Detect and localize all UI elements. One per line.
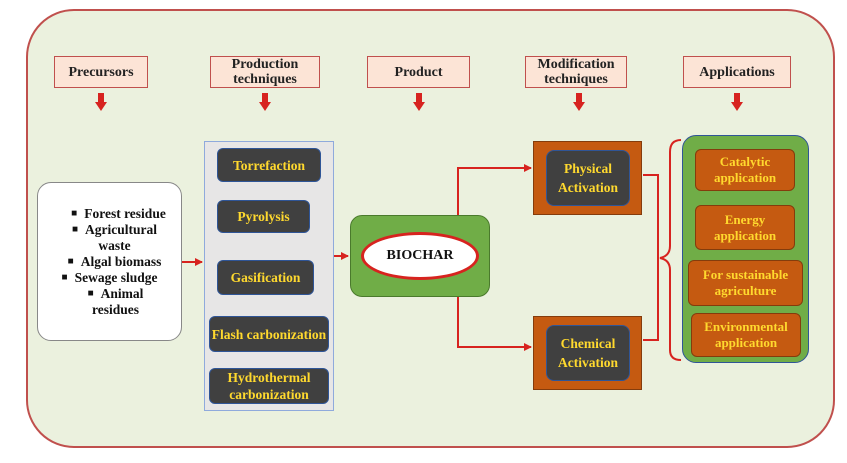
down-arrow-product [413, 93, 425, 111]
header-precursors: Precursors [54, 56, 148, 88]
technique-pyrolysis: Pyrolysis [217, 200, 310, 233]
precursor-item: ■Sewage sludge [61, 269, 158, 285]
technique-gasification: Gasification [217, 260, 314, 295]
precursor-item: ■Algal biomass [67, 253, 162, 269]
technique-flash-carbonization: Flash carbonization [209, 316, 329, 352]
product-box: BIOCHAR [350, 215, 490, 297]
physical-activation: Physical Activation [546, 150, 630, 206]
app-sustainable-agriculture: For sustainable agriculture [688, 260, 803, 306]
down-arrow-applications [731, 93, 743, 111]
header-applications: Applications [683, 56, 791, 88]
chemical-activation: Chemical Activation [546, 325, 630, 381]
precursors-box: ■Forest residue ■Agricultural waste ■Alg… [37, 182, 182, 341]
technique-torrefaction: Torrefaction [217, 148, 321, 182]
modification-chemical-box: Chemical Activation [533, 316, 642, 390]
app-energy: Energy application [695, 205, 795, 250]
down-arrow-precursors [95, 93, 107, 111]
app-catalytic: Catalytic application [695, 149, 795, 191]
header-modification-techniques: Modification techniques [525, 56, 627, 88]
precursor-item: ■Animal residues [87, 285, 144, 317]
app-environmental: Environmental application [691, 313, 801, 357]
down-arrow-modification [573, 93, 585, 111]
header-product: Product [367, 56, 470, 88]
modification-physical-box: Physical Activation [533, 141, 642, 215]
biochar-label: BIOCHAR [361, 232, 479, 280]
applications-panel: Catalytic application Energy application… [682, 135, 809, 363]
technique-hydrothermal-carbonization: Hydrothermal carbonization [209, 368, 329, 404]
production-techniques-panel: Torrefaction Pyrolysis Gasification Flas… [204, 141, 334, 411]
down-arrow-production [259, 93, 271, 111]
precursor-item: ■Agricultural waste [71, 221, 158, 253]
header-production-techniques: Production techniques [210, 56, 320, 88]
precursor-item: ■Forest residue [71, 205, 166, 221]
